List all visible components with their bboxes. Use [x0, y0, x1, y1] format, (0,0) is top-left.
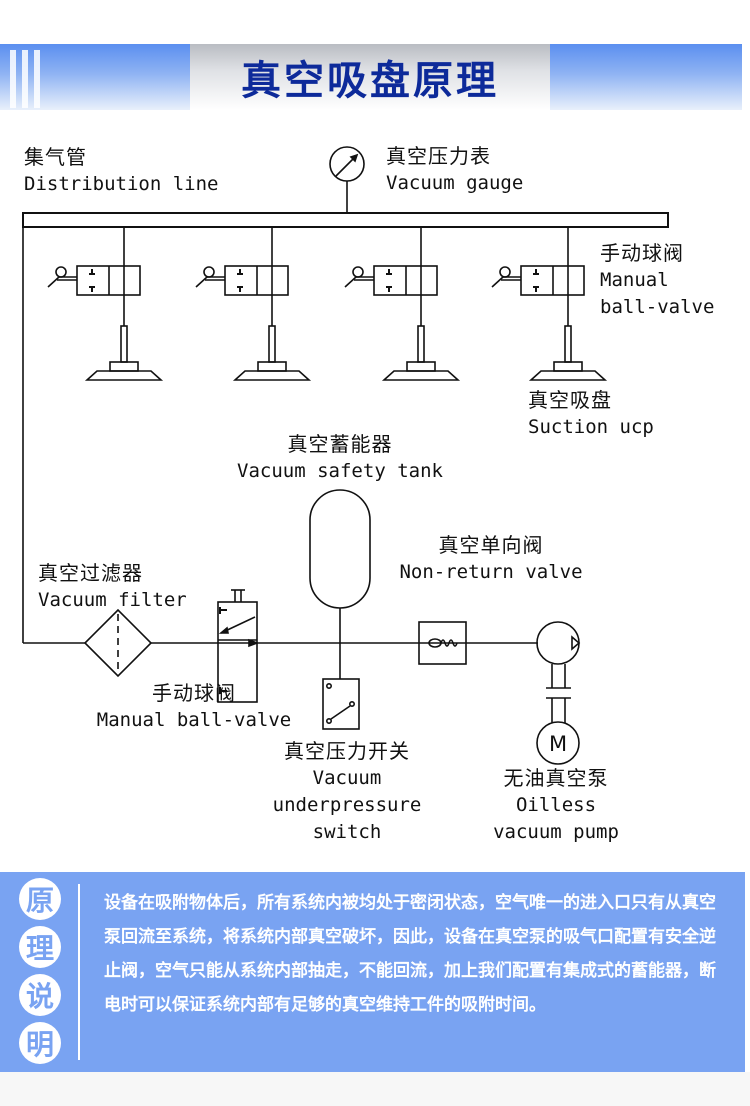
- label-pressure-switch: 真空压力开关 Vacuum underpressure switch: [272, 739, 422, 843]
- motor-icon: M: [536, 721, 580, 765]
- suction-cup-icon: [84, 325, 164, 381]
- badge-char: 理: [19, 926, 61, 968]
- vacuum-tank-icon: [309, 489, 371, 679]
- lever-handle-icon: [491, 266, 521, 288]
- label-distribution-line: 集气管 Distribution line: [24, 145, 219, 195]
- valve-suction-branch: [344, 227, 461, 381]
- pressure-switch-icon: [322, 678, 360, 730]
- badge-char: 原: [19, 878, 61, 920]
- label-vacuum-tank: 真空蓄能器 Vacuum safety tank: [237, 432, 443, 482]
- vacuum-gauge-icon: [329, 146, 365, 213]
- label-suction-cup: 真空吸盘 Suction ucp: [528, 388, 654, 438]
- label-vacuum-gauge: 真空压力表 Vacuum gauge: [386, 144, 524, 194]
- valve-suction-branch: [47, 227, 164, 381]
- header-stripe: [22, 50, 28, 108]
- label-vacuum-filter: 真空过滤器 Vacuum filter: [38, 561, 187, 611]
- header-band-left: [0, 44, 190, 110]
- page-title: 真空吸盘原理: [241, 58, 499, 104]
- explanation-badges: 原 理 说 明: [19, 878, 63, 1070]
- explanation-text: 设备在吸附物体后，所有系统内被均处于密闭状态，空气唯一的进入口只有从真空泵回流至…: [104, 893, 716, 1015]
- manual-valve-icon: [373, 265, 438, 296]
- vacuum-circuit-diagram: M: [22, 146, 669, 765]
- lever-handle-icon: [47, 266, 77, 288]
- suction-cup-icon: [381, 325, 461, 381]
- distribution-line-manifold: [22, 212, 669, 228]
- manual-valve-icon: [224, 265, 289, 296]
- page-footer-strip: [0, 1072, 750, 1106]
- badge-char: 说: [19, 974, 61, 1016]
- valve-suction-branch: [491, 227, 608, 381]
- explanation-panel: 原 理 说 明 设备在吸附物体后，所有系统内被均处于密闭状态，空气唯一的进入口只…: [0, 872, 745, 1072]
- valve-suction-branch: [195, 227, 312, 381]
- vacuum-pump-icon: [536, 621, 581, 723]
- label-oilless-pump: 无油真空泵 Oilless vacuum pump: [493, 766, 619, 843]
- suction-cup-icon: [528, 325, 608, 381]
- header-title-box: 真空吸盘原理: [190, 44, 550, 110]
- vacuum-filter-icon: [83, 608, 153, 678]
- panel-divider: [78, 884, 80, 1060]
- label-manual-ball-valve-bottom: 手动球阀 Manual ball-valve: [96, 681, 292, 731]
- manual-ball-valve-icon: [217, 589, 260, 703]
- label-non-return-valve: 真空单向阀 Non-return valve: [399, 533, 583, 583]
- manual-valve-icon: [520, 265, 585, 296]
- header-stripe: [10, 50, 16, 108]
- header-band-right: [550, 44, 742, 110]
- label-manual-ball-valve-top: 手动球阀 Manual ball-valve: [600, 241, 715, 318]
- lever-handle-icon: [344, 266, 374, 288]
- header-banner: 真空吸盘原理: [0, 44, 750, 110]
- lever-handle-icon: [195, 266, 225, 288]
- badge-char: 明: [19, 1022, 61, 1064]
- motor-label: M: [549, 732, 567, 756]
- manual-valve-icon: [76, 265, 141, 296]
- non-return-valve-icon: [418, 621, 467, 665]
- header-stripe: [34, 50, 40, 108]
- suction-cup-icon: [232, 325, 312, 381]
